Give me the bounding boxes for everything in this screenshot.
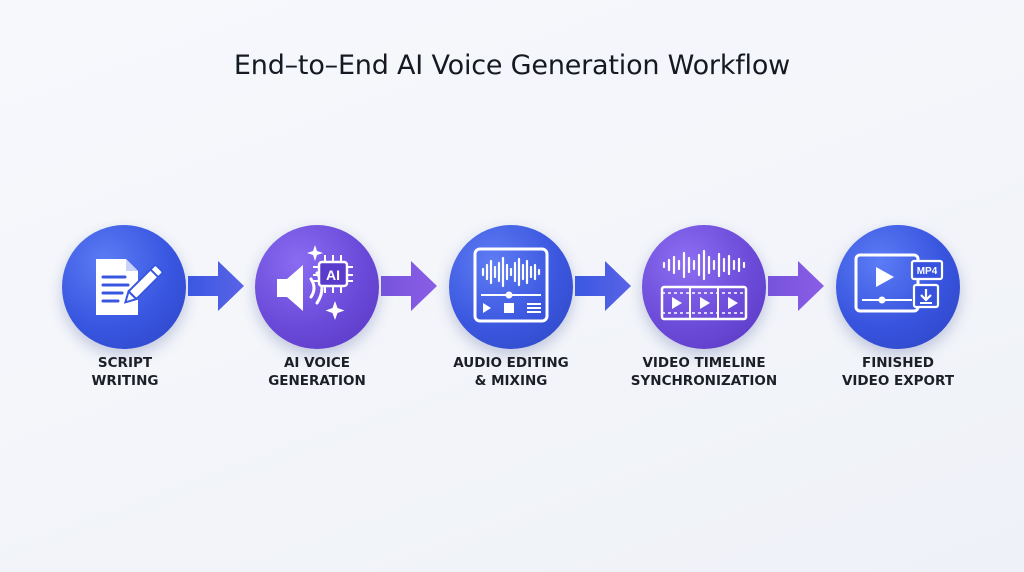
step-finished-video-export: MP4	[836, 225, 960, 349]
step-label-5: FINISHED VIDEO EXPORT	[808, 354, 988, 390]
step-label-line: & MIXING	[474, 373, 548, 389]
step-label-line: GENERATION	[268, 373, 366, 389]
arrow-right-icon	[381, 261, 437, 311]
step-label-line: AI VOICE	[283, 355, 350, 371]
video-export-icon: MP4	[854, 253, 944, 313]
step-label-line: FINISHED	[861, 355, 934, 371]
play-icon	[876, 267, 894, 287]
document-pen-icon	[96, 259, 164, 315]
mp4-badge-text: MP4	[917, 266, 938, 277]
mp4-badge	[910, 259, 944, 281]
step-label-4: VIDEO TIMELINE SYNCHRONIZATION	[614, 354, 794, 390]
step-label-line: SCRIPT	[97, 355, 153, 371]
stop-icon	[504, 303, 514, 313]
step-label-1: SCRIPT WRITING	[35, 354, 215, 390]
arrow-right-icon	[575, 261, 631, 311]
arrow-right-icon	[768, 261, 824, 311]
play-icon	[483, 303, 491, 313]
arrow-right-icon	[188, 261, 244, 311]
waveform-filmstrip-icon	[660, 249, 748, 321]
step-audio-editing-mixing	[449, 225, 573, 349]
step-label-line: VIDEO TIMELINE	[642, 355, 766, 371]
audio-editor-icon	[473, 247, 549, 323]
step-label-line: VIDEO EXPORT	[841, 373, 955, 389]
step-label-line: AUDIO EDITING	[453, 355, 569, 371]
step-script-writing	[62, 225, 186, 349]
sparkle-icon	[307, 245, 323, 261]
ai-chip-text: AI	[326, 267, 340, 283]
ai-speaker-icon: AI	[277, 245, 353, 320]
mixer-icon	[527, 303, 541, 313]
diagram-title: End–to–End AI Voice Generation Workflow	[233, 50, 791, 81]
step-label-2: AI VOICE GENERATION	[227, 354, 407, 390]
step-ai-voice-generation: AI	[255, 225, 379, 349]
step-label-line: WRITING	[91, 373, 159, 389]
step-label-line: SYNCHRONIZATION	[630, 373, 778, 389]
step-video-timeline-sync	[642, 225, 766, 349]
sparkle-icon	[325, 301, 345, 320]
step-label-3: AUDIO EDITING & MIXING	[421, 354, 601, 390]
